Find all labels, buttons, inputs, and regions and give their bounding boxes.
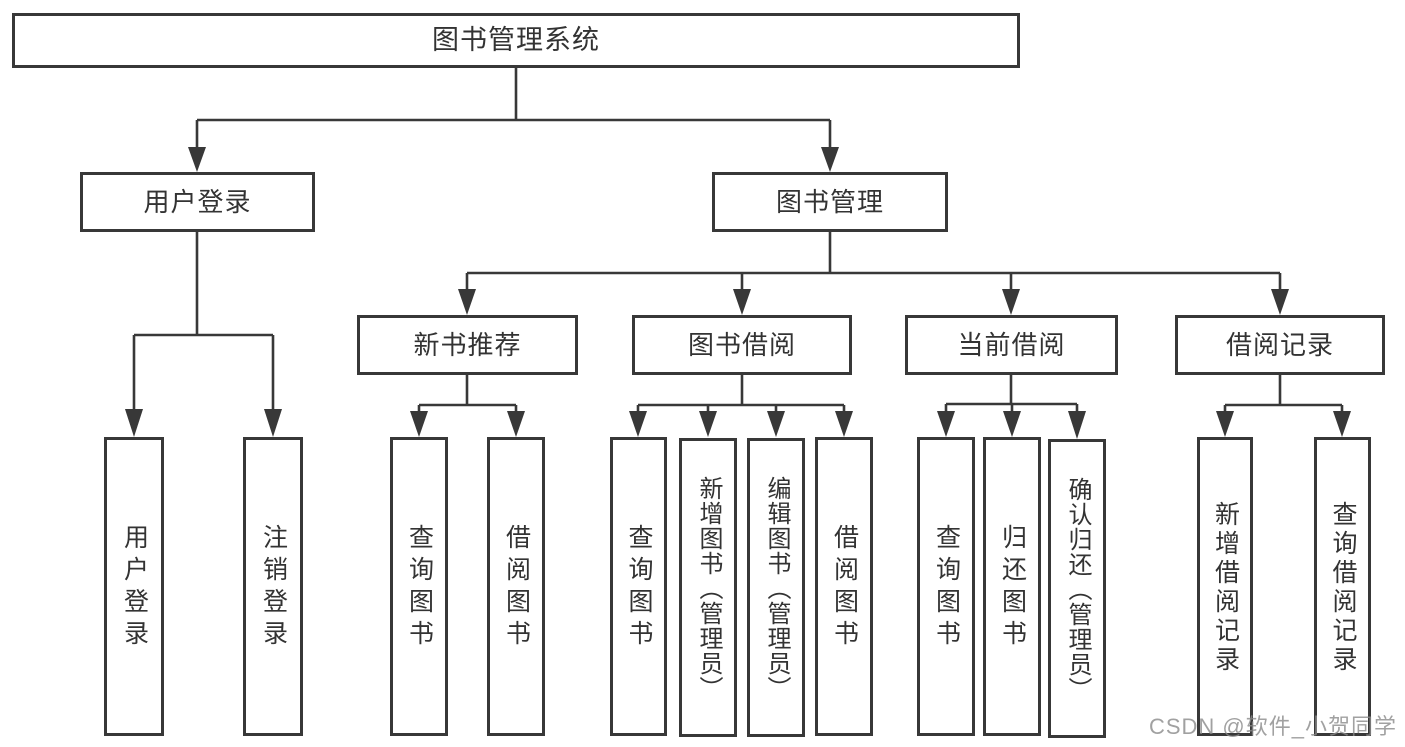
module-new-book-recommend-node: 新书推荐 <box>357 315 578 375</box>
leaf-query-borrow-record-node: 查询借阅记录 <box>1314 437 1371 736</box>
leaf-confirm-return-admin-node: 确认归还（管理员） <box>1048 439 1106 738</box>
csdn-watermark: CSDN @软件_小贺同学 <box>1148 714 1397 739</box>
leaf-borrow-books-node: 借阅图书 <box>815 437 873 736</box>
system-root-node: 图书管理系统 <box>12 13 1020 68</box>
leaf-user-login-node: 用户登录 <box>104 437 164 736</box>
module-book-borrow-node: 图书借阅 <box>632 315 852 375</box>
module-current-borrow-node: 当前借阅 <box>905 315 1118 375</box>
leaf-return-books-node: 归还图书 <box>983 437 1041 736</box>
leaf-borrow-query-books-node: 查询图书 <box>610 437 667 736</box>
leaf-recommend-query-books-node: 查询图书 <box>390 437 448 736</box>
module-borrow-records-node: 借阅记录 <box>1175 315 1385 375</box>
leaf-add-books-admin-node: 新增图书（管理员） <box>679 438 737 737</box>
leaf-logout-node: 注销登录 <box>243 437 303 736</box>
leaf-recommend-borrow-books-node: 借阅图书 <box>487 437 545 736</box>
branch-user-login-node: 用户登录 <box>80 172 315 232</box>
leaf-add-borrow-record-node: 新增借阅记录 <box>1197 437 1253 736</box>
leaf-edit-books-admin-node: 编辑图书（管理员） <box>747 438 805 737</box>
leaf-current-query-books-node: 查询图书 <box>917 437 975 736</box>
branch-book-management-node: 图书管理 <box>712 172 948 232</box>
